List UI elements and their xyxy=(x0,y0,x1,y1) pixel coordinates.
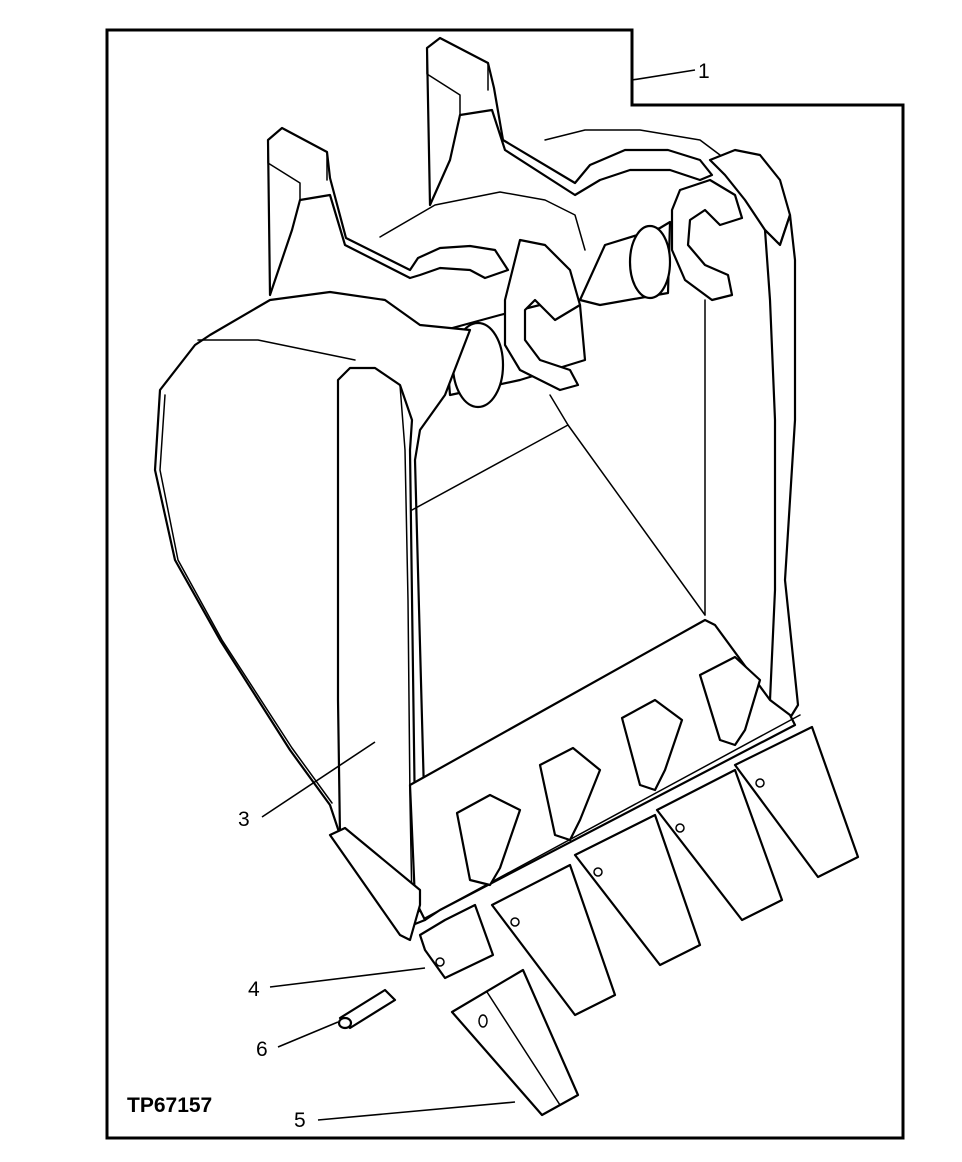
loose-tooth xyxy=(450,968,580,1117)
mounting-ear-right-top xyxy=(439,37,489,91)
diagram-frame xyxy=(105,28,905,1140)
figure-reference: TP67157 xyxy=(127,1094,212,1117)
top-cross-member xyxy=(379,191,586,251)
top-plate-back xyxy=(544,129,721,156)
rear-pin-boss-end xyxy=(628,224,672,300)
callout-6: 6 xyxy=(256,1038,268,1061)
loose-tooth-pin-hole xyxy=(478,1014,488,1028)
leader-3 xyxy=(261,741,376,818)
tooth-pin-hole xyxy=(593,867,603,877)
retaining-pin-end xyxy=(337,1016,353,1030)
tooth-adapters xyxy=(328,655,762,942)
tooth-tip xyxy=(418,903,495,980)
tooth-tip xyxy=(655,768,784,922)
leader-4 xyxy=(269,967,426,988)
mounting-ear-right xyxy=(425,36,714,207)
front-side-plate-edge xyxy=(399,384,413,906)
right-side-plate xyxy=(763,213,800,720)
tooth-pin-hole xyxy=(510,917,520,927)
tooth-tip xyxy=(490,863,617,1017)
callout-4: 4 xyxy=(248,978,260,1001)
loose-tooth-ridge xyxy=(486,991,561,1106)
tooth-adapter xyxy=(620,698,684,792)
leader-6 xyxy=(277,1021,339,1048)
tooth-pin-hole xyxy=(675,823,685,833)
tooth-adapter xyxy=(455,793,522,887)
callout-1: 1 xyxy=(698,60,710,83)
tooth-adapter xyxy=(698,655,762,747)
leader-5 xyxy=(317,1101,516,1121)
tooth-adapter xyxy=(538,746,602,842)
front-ear-hook xyxy=(503,238,582,392)
tooth-tips xyxy=(418,725,860,1017)
bucket-back-line xyxy=(411,424,706,616)
tooth-tip xyxy=(573,813,702,967)
bucket-back-line-2 xyxy=(549,394,569,426)
callout-3: 3 xyxy=(238,808,250,831)
tooth-pin-hole xyxy=(755,778,765,788)
tooth-tip xyxy=(733,725,860,879)
leader-1 xyxy=(631,69,696,81)
side-wall-inner-edge xyxy=(159,394,333,804)
tooth-pin-hole xyxy=(435,957,445,967)
side-wall-top-lip xyxy=(197,339,356,361)
mounting-ear-left xyxy=(266,126,510,297)
mounting-ear-left-top xyxy=(281,127,328,181)
mounting-ear-left-edge xyxy=(267,139,301,201)
rear-ear-hook xyxy=(670,178,744,302)
callout-5: 5 xyxy=(294,1109,306,1132)
mounting-ear-right-edge xyxy=(426,47,461,116)
retaining-pin xyxy=(337,988,397,1030)
tooth-adapter xyxy=(328,826,422,942)
